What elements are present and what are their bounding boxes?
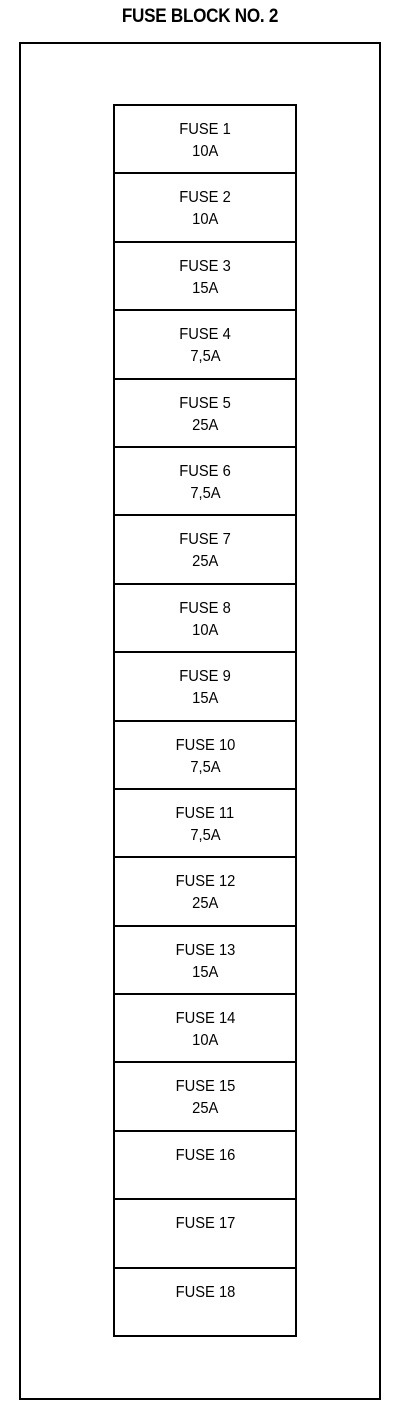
fuse-label: FUSE 10	[175, 736, 235, 754]
fuse-label: FUSE 11	[175, 804, 235, 822]
fuse-cell: FUSE 13 15A	[115, 927, 295, 996]
fuse-cell: FUSE 7 25A	[115, 516, 295, 585]
fuse-cell: FUSE 18	[115, 1269, 295, 1335]
fuse-cell: FUSE 4 7,5A	[115, 311, 295, 380]
fuse-cell: FUSE 8 10A	[115, 585, 295, 654]
fuse-label: FUSE 12	[175, 873, 235, 891]
fuse-rating: 7,5A	[189, 348, 221, 366]
fuse-rating: 10A	[191, 621, 219, 639]
fuse-cell: FUSE 15 25A	[115, 1063, 295, 1132]
fuse-rating: 7,5A	[189, 484, 221, 502]
fuse-rating: 25A	[191, 895, 219, 913]
fuse-rating: 7,5A	[189, 826, 221, 844]
fuse-cell: FUSE 11 7,5A	[115, 790, 295, 859]
fuse-rating: 7,5A	[189, 758, 221, 776]
fuse-cell: FUSE 2 10A	[115, 174, 295, 243]
fuse-rating: 10A	[191, 143, 219, 160]
fuse-label: FUSE 9	[179, 668, 231, 686]
fuse-block-outline	[19, 42, 381, 1400]
fuse-rating: 15A	[191, 279, 219, 297]
fuse-label: FUSE 17	[175, 1215, 235, 1233]
fuse-label: FUSE 14	[175, 1010, 235, 1028]
fuse-label: FUSE 13	[175, 941, 235, 959]
fuse-cell: FUSE 10 7,5A	[115, 722, 295, 790]
fuse-label: FUSE 2	[179, 189, 231, 207]
fuse-cell: FUSE 14 10A	[115, 995, 295, 1064]
fuse-cell: FUSE 1 10A	[115, 106, 295, 175]
fuse-cell: FUSE 12 25A	[115, 858, 295, 927]
fuse-label: FUSE 6	[179, 462, 231, 480]
fuse-label: FUSE 7	[179, 531, 231, 549]
fuse-label: FUSE 1	[179, 121, 231, 138]
fuse-label: FUSE 3	[179, 257, 231, 275]
fuse-cell: FUSE 3 15A	[115, 243, 295, 312]
fuse-rating: 15A	[191, 963, 219, 981]
fuse-rating: 25A	[191, 553, 219, 571]
fuse-label: FUSE 15	[175, 1078, 235, 1096]
fuse-rating: 10A	[191, 211, 219, 229]
fuse-label: FUSE 16	[175, 1146, 235, 1164]
diagram-title: FUSE BLOCK NO. 2	[121, 6, 279, 27]
fuse-label: FUSE 8	[179, 599, 231, 617]
fuse-rating: 25A	[191, 1100, 219, 1118]
fuse-label: FUSE 18	[175, 1283, 235, 1301]
fuse-cell: FUSE 6 7,5A	[115, 448, 295, 517]
fuse-cell: FUSE 9 15A	[115, 653, 295, 722]
fuse-rating: 25A	[191, 416, 219, 434]
fuse-cell: FUSE 5 25A	[115, 380, 295, 448]
fuse-rating: 10A	[191, 1032, 219, 1050]
fuse-cell: FUSE 16	[115, 1132, 295, 1201]
fuse-cell: FUSE 17	[115, 1200, 295, 1269]
fuse-label: FUSE 4	[179, 326, 231, 344]
fuse-label: FUSE 5	[179, 394, 231, 412]
fuse-rating: 15A	[191, 690, 219, 708]
